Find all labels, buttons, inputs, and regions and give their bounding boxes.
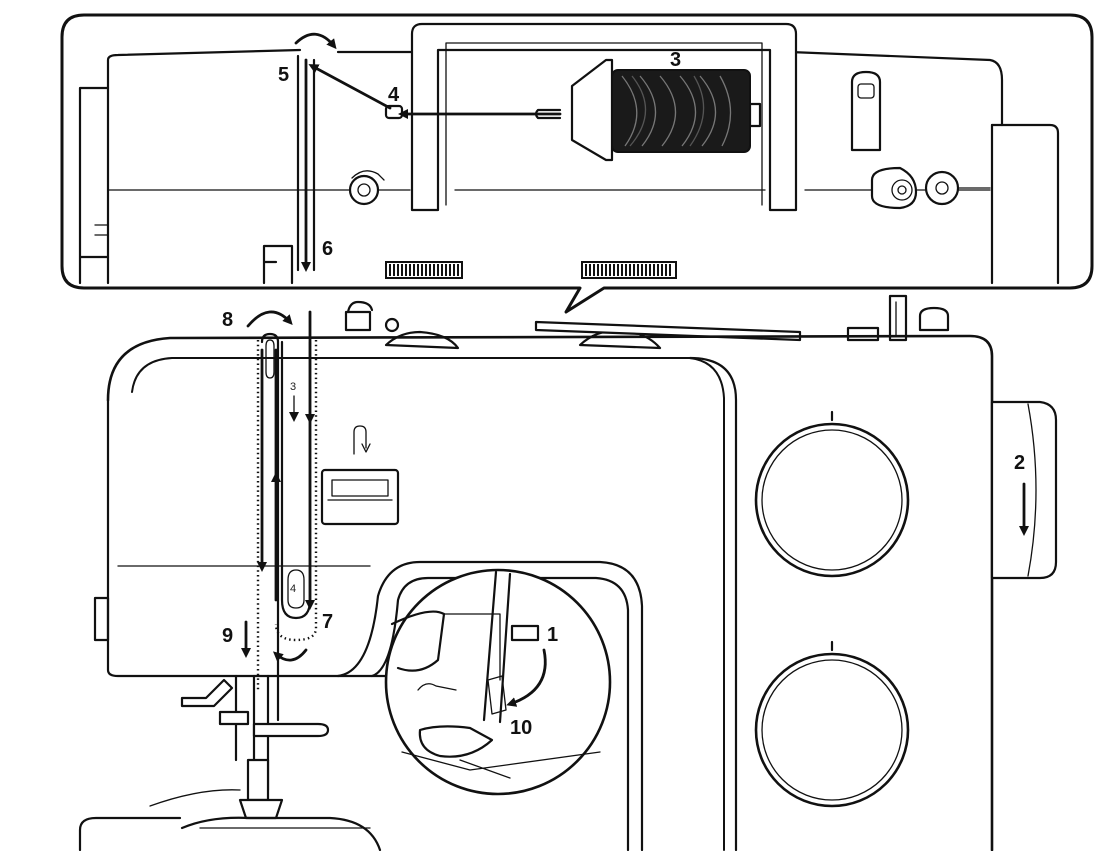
step-2-label: 2 (1014, 452, 1025, 474)
step-1-label: 1 (547, 624, 558, 646)
guide-mark-4: 4 (290, 583, 296, 595)
top-fittings (344, 294, 950, 350)
needle-plate (78, 816, 382, 851)
curved-arrow-7 (272, 648, 308, 662)
step-4-label: 4 (388, 84, 400, 106)
spool-pin (534, 58, 762, 162)
machine-front-view: 3 4 (78, 294, 1058, 851)
machine-top-body (106, 48, 1004, 285)
step-7-label: 7 (322, 611, 333, 633)
machine-body (106, 334, 994, 851)
inset-dial-left (385, 261, 463, 279)
step-8-label: 8 (222, 309, 233, 331)
threading-guide-cover (320, 425, 400, 526)
step-3-label: 3 (670, 49, 681, 71)
take-up-slot (260, 332, 280, 678)
needle-detail-magnifier (384, 568, 612, 796)
step-labels: 1 2 3 4 5 6 7 8 9 10 (222, 49, 1025, 739)
guide-mark-3: 3 (290, 381, 296, 393)
thread-spool (611, 69, 751, 153)
step-6-label: 6 (322, 238, 333, 260)
curved-arrow-5 (294, 32, 337, 50)
dotted-thread-right (274, 340, 318, 642)
needle-area-window (336, 560, 644, 851)
step-9-label: 9 (222, 625, 233, 647)
thread-path-arrow-4-5 (308, 64, 392, 110)
bobbin-winder-guide (348, 170, 385, 206)
needle-assembly (149, 674, 330, 820)
inset-frame (60, 13, 1094, 314)
step-5-label: 5 (278, 64, 289, 86)
dial-upper (754, 410, 910, 578)
bobbin-winder-spindle (850, 70, 991, 210)
top-view-inset (60, 13, 1094, 314)
curved-arrow-8 (246, 310, 293, 328)
dial-lower (754, 640, 910, 808)
step-10-label: 10 (510, 717, 532, 739)
curved-arrow-1-10 (506, 648, 547, 707)
inset-dial-right (581, 261, 677, 279)
